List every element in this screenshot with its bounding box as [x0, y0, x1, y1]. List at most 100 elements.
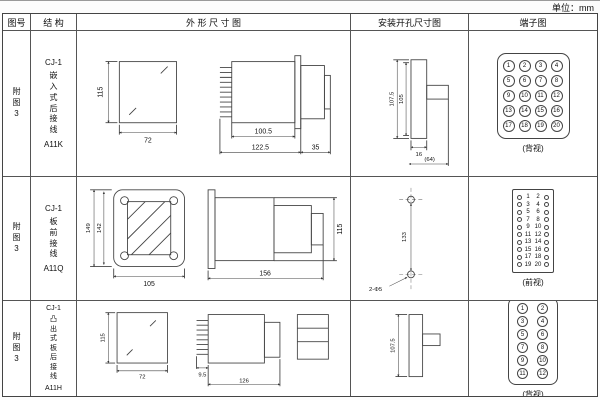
terminal-number: 18 [534, 254, 542, 261]
terminal-circle: 7 [534, 75, 547, 87]
side-view [195, 314, 280, 387]
outline-diagram-panel-front: 149 142 105 156 115 [86, 188, 343, 288]
dim-label: 115 [100, 333, 106, 342]
terminal-circle [517, 247, 522, 253]
terminal-circle: 9 [502, 90, 515, 102]
header-terminal-diagram: 端子图 [469, 14, 597, 31]
terminal-circle [517, 239, 522, 245]
dim-label: 133 [402, 231, 408, 242]
terminal-circle [544, 232, 549, 238]
structure-code: A11Q [43, 264, 64, 274]
front-view [89, 188, 185, 278]
terminal-circle: 5 [502, 75, 515, 87]
terminal-circle [517, 254, 522, 260]
header-mounting-dims: 安装开孔尺寸图 [351, 14, 469, 31]
terminal-circle: 19 [534, 120, 547, 132]
terminal-circle [517, 224, 522, 230]
terminal-circle: 8 [550, 75, 563, 87]
mounting-cell: 133 2-Φ5 [351, 177, 469, 301]
header-figure-no: 图号 [3, 14, 31, 31]
dim-label: 35 [311, 144, 319, 151]
structure-type: 凸出式板后接线 [50, 316, 57, 381]
dimension-lines [395, 58, 449, 165]
side-view [218, 54, 331, 154]
dim-label: 122.5 [251, 144, 268, 151]
terminal-number: 6 [536, 209, 540, 216]
dim-label: 100.5 [254, 128, 271, 135]
terminal-circle: 18 [518, 120, 531, 132]
terminal-number: 10 [534, 224, 542, 231]
terminal-circle [544, 254, 549, 260]
header-outline-dims: 外 形 尺 寸 图 [77, 14, 351, 31]
terminal-circle: 12 [550, 90, 563, 102]
terminal-circle [517, 194, 522, 200]
front-view [105, 60, 177, 135]
structure-model: CJ-1 [45, 58, 62, 68]
terminal-number: 7 [526, 216, 530, 223]
terminal-circle: 4 [550, 60, 563, 72]
outline-cell: 149 142 105 156 115 [77, 177, 351, 301]
terminal-circle [517, 262, 522, 268]
side-view [207, 188, 337, 280]
terminal-circle [544, 239, 549, 245]
terminal-circle: 20 [550, 120, 563, 132]
spec-table: 图号 结 构 外 形 尺 寸 图 安装开孔尺寸图 端子图 附图3 CJ-1 嵌入… [2, 13, 598, 397]
terminal-circle [517, 209, 522, 215]
terminal-circle [517, 232, 522, 238]
front-view [104, 312, 168, 373]
terminal-circle: 3 [517, 316, 528, 327]
terminal-circle: 11 [534, 90, 547, 102]
centerlines [398, 187, 423, 290]
terminal-view-label: (前视) [522, 277, 544, 287]
mounting-diagram-holes: 133 2-Φ5 [368, 187, 423, 293]
drill-holes [406, 195, 415, 278]
dim-label: (64) [424, 157, 434, 163]
terminal-circle [544, 224, 549, 230]
terminal-number: 15 [524, 246, 532, 253]
terminal-circle: 7 [517, 342, 528, 353]
rear-view [296, 314, 329, 360]
terminal-circle [544, 262, 549, 268]
page-top-rule [0, 0, 600, 1]
terminal-circle [517, 202, 522, 208]
mounting-cell: 107.5 105 16 (64) [351, 31, 469, 177]
structure-type: 板前接线 [49, 216, 58, 259]
terminal-circle: 5 [517, 329, 528, 340]
figure-no-cell: 附图3 [3, 31, 31, 177]
terminal-view-label: (背视) [522, 144, 544, 153]
figure-no: 附图3 [12, 87, 21, 118]
terminal-number: 16 [534, 246, 542, 253]
terminal-circle: 1 [502, 60, 515, 72]
structure-cell: CJ-1 嵌入式后接线 A11K [31, 31, 77, 177]
terminal-circle [544, 202, 549, 208]
hole-spec-label: 2-Φ5 [368, 287, 382, 293]
dim-label: 156 [259, 270, 271, 277]
dim-label: 16 [415, 152, 422, 158]
dimension-lines [106, 60, 331, 153]
terminal-circle: 15 [534, 105, 547, 117]
terminal-circle [544, 209, 549, 215]
terminal-circle: 2 [518, 60, 531, 72]
structure-cell: CJ-1 凸出式板后接线 A11H [31, 301, 77, 396]
terminal-number: 1 [526, 194, 530, 201]
terminal-number: 12 [534, 231, 542, 238]
terminal-circle [544, 247, 549, 253]
terminal-circle [544, 217, 549, 223]
terminal-circle [517, 217, 522, 223]
structure-model: CJ-1 [46, 305, 61, 313]
terminal-circle: 14 [518, 105, 531, 117]
terminal-number: 5 [526, 209, 530, 216]
header-structure: 结 构 [31, 14, 77, 31]
dim-label: 107.5 [390, 338, 396, 353]
terminal-circle: 11 [517, 368, 528, 379]
dim-label: 9.5 [198, 373, 206, 379]
dim-label: 72 [144, 137, 152, 144]
